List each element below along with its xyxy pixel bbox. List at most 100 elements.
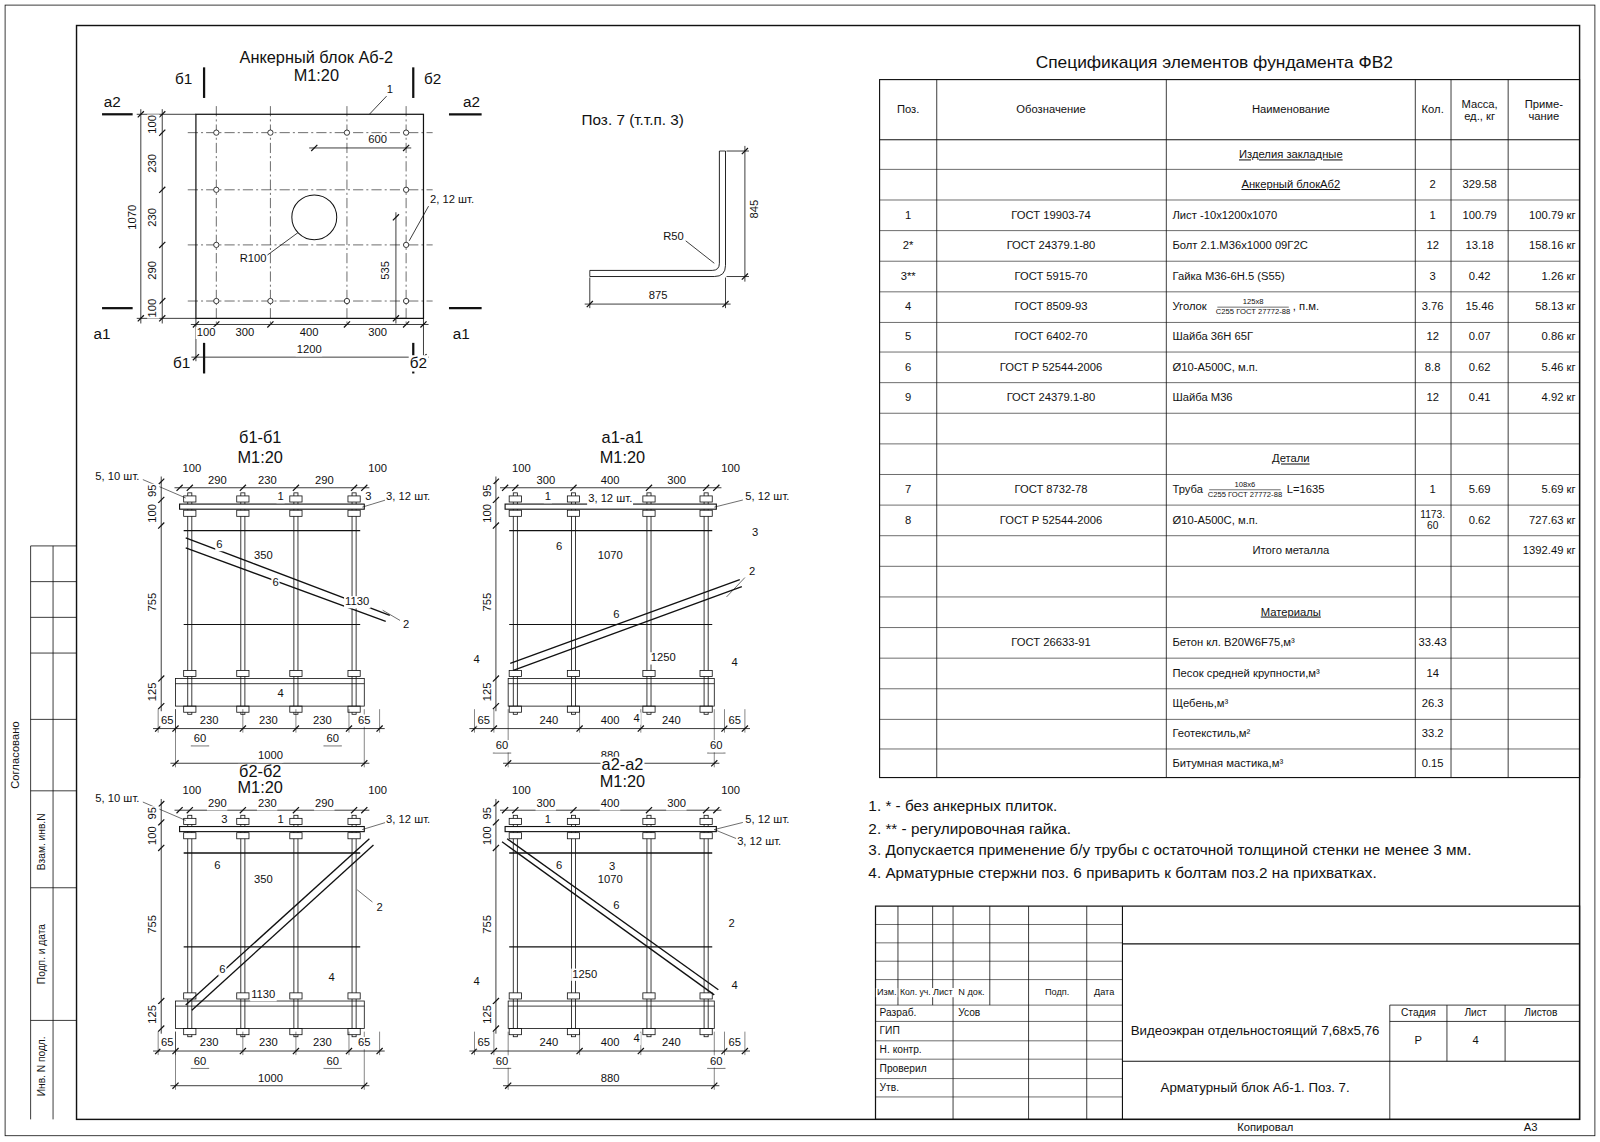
dimension-tick <box>703 807 709 813</box>
drawing-annotation: 100 <box>181 462 202 474</box>
table-cell: ГОСТ 19903-74 <box>1010 209 1091 221</box>
drawing-annotation: 3, 12 шт. <box>385 813 431 825</box>
note-text: 3. Допускается применение б/у трубы с ос… <box>867 842 1472 858</box>
drawing-annotation: 230 <box>258 1037 279 1049</box>
drawing-annotation: 60 <box>709 1055 724 1067</box>
drawing-annotation: а2 <box>103 94 122 110</box>
title-block-text: Видеоэкран отдельностоящий 7,68х5,76 <box>1130 1024 1381 1038</box>
title-block-text: 4 <box>1471 1035 1479 1047</box>
title-block-text: Н. контр. <box>879 1045 923 1056</box>
center-line <box>188 132 433 133</box>
drawing-annotation: 100 <box>482 825 494 846</box>
table-cell: 100.79 <box>1461 209 1497 221</box>
table-cell: Гайка М36-6Н.5 (S55) <box>1171 271 1285 283</box>
drawing-annotation: М1:20 <box>599 774 646 791</box>
table-line <box>880 291 1580 292</box>
table-cell: 5.69 кг <box>1541 484 1577 496</box>
dimension-line <box>140 109 141 323</box>
nut <box>509 993 521 999</box>
title-block-text: Кол. уч. <box>899 988 932 997</box>
drawing-annotation: 300 <box>666 798 687 810</box>
center-line <box>188 189 433 190</box>
drawing-annotation: 100 <box>147 503 159 524</box>
title-block-line <box>876 961 1123 962</box>
nut <box>184 496 196 502</box>
bolt-hole <box>403 298 408 303</box>
nut <box>643 1029 655 1035</box>
table-cell: 0.07 <box>1468 331 1492 343</box>
drawing-annotation: 300 <box>536 475 557 487</box>
drawing-annotation: 300 <box>235 327 256 339</box>
nut <box>509 818 521 824</box>
drawing-annotation: 6 <box>612 608 620 620</box>
leader-line <box>493 753 511 754</box>
dimension-tick <box>351 807 357 813</box>
dimension-tick <box>159 130 165 136</box>
table-cell: Обозначение <box>1015 104 1086 116</box>
angle-profile <box>508 679 714 707</box>
table-cell: 0.15 <box>1421 757 1445 769</box>
dimension-tick <box>344 321 350 327</box>
drawing-annotation: 230 <box>147 153 159 174</box>
nut <box>643 818 655 824</box>
drawing-line <box>1446 1005 1447 1061</box>
table-cell: Шайба М36 <box>1171 392 1233 404</box>
nut <box>290 818 302 824</box>
drawing-annotation: а2-а2 <box>601 757 645 774</box>
dimension-tick <box>493 676 499 682</box>
drawing-annotation: 230 <box>147 207 159 228</box>
pipe-bend <box>590 151 720 270</box>
leader-line <box>362 822 385 829</box>
angle-profile <box>176 1001 365 1029</box>
drawing-annotation: б2-б2 <box>238 764 282 781</box>
table-cell: Материалы <box>1260 606 1322 618</box>
table-cell: 0.62 <box>1468 515 1492 527</box>
dimension-line <box>309 147 411 148</box>
dimension-tick <box>158 998 164 1004</box>
drawing-annotation: 65 <box>357 715 372 727</box>
dimension-line <box>162 109 163 323</box>
dimension-line <box>500 487 721 488</box>
table-cell: 4.92 кг <box>1541 392 1577 404</box>
table-cell: Щебень,м³ <box>1171 698 1229 710</box>
dimension-tick <box>311 145 317 151</box>
drawing-annotation: 300 <box>367 327 388 339</box>
drawing-line <box>1390 1021 1580 1022</box>
dimension-tick <box>502 807 508 813</box>
drawing-annotation: 60 <box>193 1055 208 1067</box>
drawing-annotation: 5, 10 шт. <box>94 471 140 483</box>
anchor-bolt <box>241 493 245 714</box>
dimension-tick <box>403 145 409 151</box>
drawing-annotation: 4 <box>472 976 480 988</box>
leader-line <box>686 241 715 263</box>
nut <box>567 706 579 712</box>
title-block-text: ГИП <box>879 1026 901 1037</box>
drawing-annotation: 1070 <box>127 204 139 231</box>
table-line <box>880 566 1580 567</box>
drawing-annotation: 240 <box>661 1037 682 1049</box>
center-line <box>270 106 271 326</box>
table-cell: 100.79 кг <box>1528 209 1577 221</box>
table-line <box>880 230 1580 231</box>
dimension-tick <box>403 321 409 327</box>
dimension-tick <box>159 187 165 193</box>
bolt-hole <box>268 130 273 135</box>
drawing-annotation: 100 <box>720 462 741 474</box>
dimension-line <box>161 477 162 712</box>
table-line <box>880 413 1580 414</box>
leader-line <box>323 745 341 746</box>
drawing-annotation: 60 <box>325 733 340 745</box>
drawing-annotation: 350 <box>253 874 274 886</box>
table-cell: ГОСТ 26633-91 <box>1010 637 1091 649</box>
table-cell: ГОСТ 24379.1-80 <box>1006 392 1097 404</box>
nut <box>237 818 249 824</box>
nut <box>700 993 712 999</box>
drawing-line <box>1122 906 1123 1119</box>
table-cell: ГОСТ 8509-93 <box>1013 301 1088 313</box>
drawing-annotation: 300 <box>536 798 557 810</box>
drawing-annotation: R100 <box>239 253 268 265</box>
drawing-annotation: 100 <box>147 825 159 846</box>
drawing-annotation: 65 <box>727 1037 742 1049</box>
